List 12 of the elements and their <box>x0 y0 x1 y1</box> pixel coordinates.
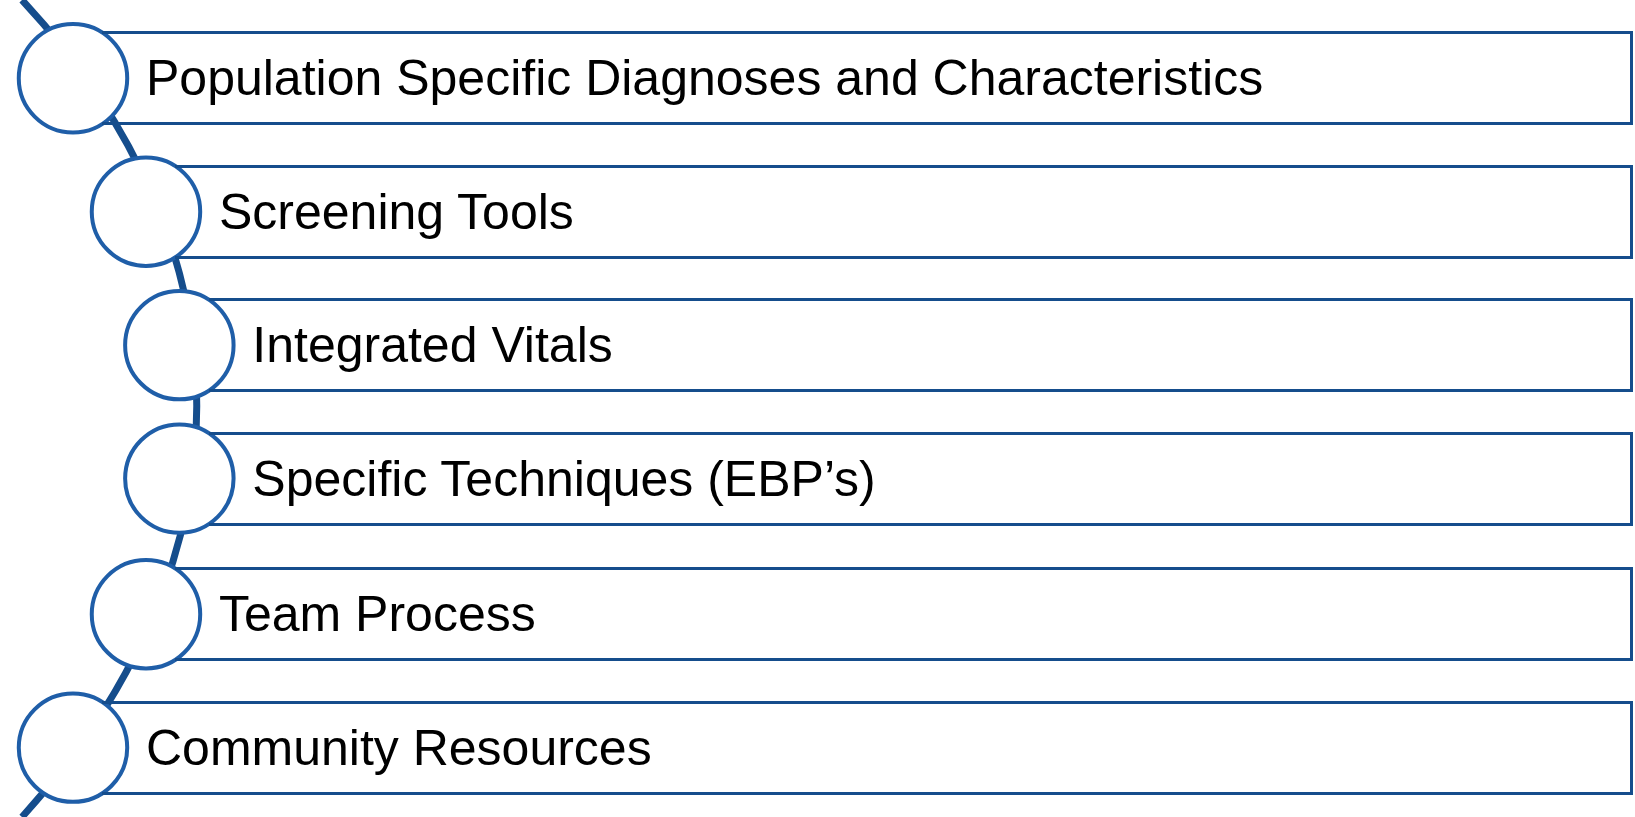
item-label: Specific Techniques (EBP’s) <box>252 449 876 508</box>
item-label: Population Specific Diagnoses and Characteristics <box>145 49 1264 108</box>
item-label: Community Resources <box>145 718 652 777</box>
item-label: Team Process <box>218 585 536 644</box>
list-bar <box>208 431 1633 526</box>
list-bar <box>208 298 1633 393</box>
list-bar <box>102 31 1633 126</box>
list-bar <box>175 164 1633 259</box>
list-bar <box>175 567 1633 662</box>
list-bar <box>102 700 1633 795</box>
item-label: Integrated Vitals <box>252 316 613 375</box>
item-label: Screening Tools <box>218 182 574 241</box>
